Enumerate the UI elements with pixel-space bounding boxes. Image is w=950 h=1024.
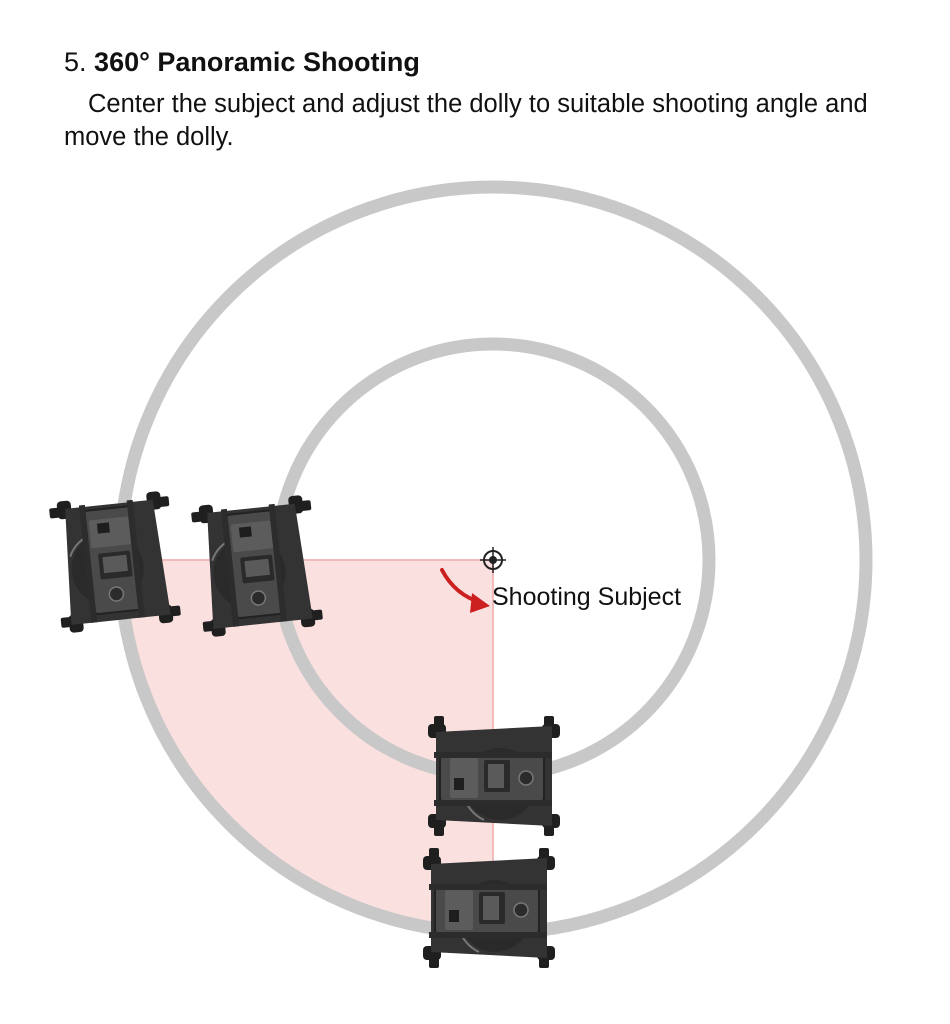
section-number: 5. [64, 47, 87, 77]
camera-dolly-icon [422, 847, 556, 969]
curved-arrow-icon [440, 568, 490, 613]
section-title: 360° Panoramic Shooting [94, 47, 420, 77]
target-icon [480, 547, 506, 573]
instruction-text: Center the subject and adjust the dolly … [64, 90, 868, 151]
camera-dolly-icon [427, 715, 561, 837]
shooting-subject-label: Shooting Subject [492, 583, 682, 611]
camera-dolly-icon [47, 489, 183, 635]
section-heading: 5. 360° Panoramic Shooting [64, 44, 420, 80]
sweep-sector [120, 560, 493, 933]
